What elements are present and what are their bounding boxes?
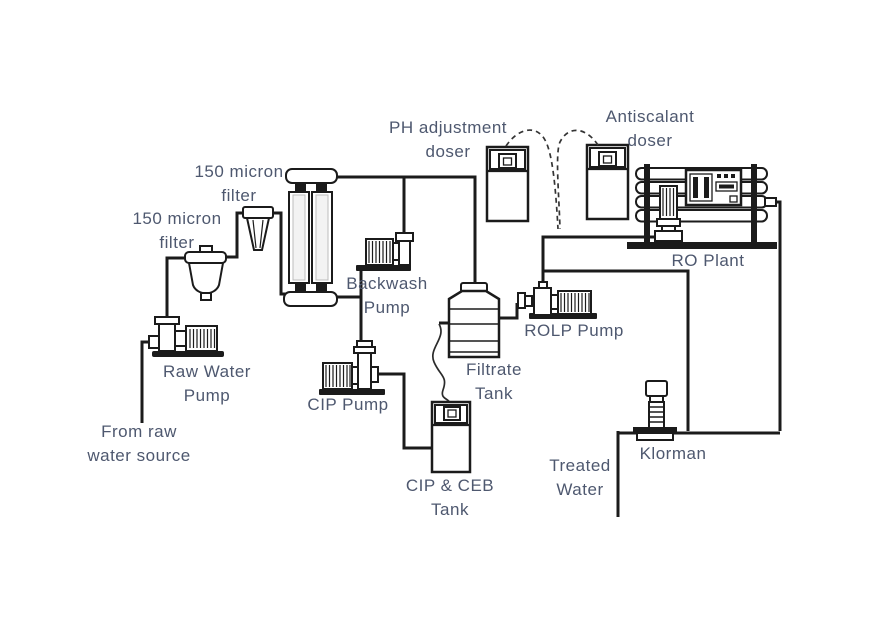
label-ro-plant: RO Plant <box>672 249 745 273</box>
filter1-to-filter2-pipe <box>224 211 246 259</box>
label-line-1: RO Plant <box>671 251 745 270</box>
label-filtrate-tank: Filtrate Tank <box>466 358 522 406</box>
label-line-1: Klorman <box>639 444 707 463</box>
label-line-2: Water <box>556 480 604 499</box>
label-line-2: Pump <box>183 386 231 405</box>
ph-doser-dashed-line <box>505 129 559 230</box>
antiscalant-doser-figure <box>585 143 630 221</box>
filtrate-to-cip-tank-hose-line <box>431 323 451 404</box>
label-150-micron-filter-2: 150 micron filter <box>194 160 283 208</box>
label-line-2: Tank <box>475 384 513 403</box>
mid-branch-pipe <box>543 269 690 431</box>
filtrate-to-rolp-pipe <box>499 303 519 320</box>
label-line-1: Antiscalant <box>605 107 695 126</box>
label-150-micron-filter-1: 150 micron filter <box>132 207 221 255</box>
label-line-1: From raw <box>101 422 177 441</box>
cip-pump-to-tank-pipe <box>378 372 433 450</box>
membrane-filter-figure <box>283 168 338 307</box>
label-line-2: water source <box>87 446 191 465</box>
label-line-1: Raw Water <box>163 362 251 381</box>
membrane-to-filtrate-pipe <box>335 175 477 287</box>
label-raw-water-pump: Raw Water Pump <box>163 360 251 408</box>
label-line-2: filter <box>159 233 195 252</box>
label-line-2: doser <box>425 142 471 161</box>
label-klorman: Klorman <box>640 442 707 466</box>
raw-water-pump-figure <box>148 316 224 357</box>
backwash-pump-figure <box>356 232 414 271</box>
ro-plant-figure <box>627 164 777 249</box>
label-antiscalant-doser: Antiscalant doser <box>606 105 695 153</box>
cip-ceb-tank-figure <box>430 400 472 474</box>
label-line-2: Pump <box>363 298 411 317</box>
rolp-to-ro-feed-pipe <box>541 235 659 291</box>
label-line-1: CIP Pump <box>307 395 389 414</box>
rolp-pump-figure <box>517 281 597 319</box>
label-cip-pump: CIP Pump <box>307 393 388 417</box>
label-line-1: Treated <box>549 456 611 475</box>
filtrate-tank-figure <box>447 282 501 359</box>
label-line-2: doser <box>627 131 673 150</box>
label-backwash-pump: Backwash Pump <box>346 272 427 320</box>
ph-doser-figure <box>485 145 530 223</box>
micron-filter-2-figure <box>242 206 274 251</box>
label-treated-water: Treated Water <box>549 454 610 502</box>
cip-pump-figure <box>319 340 385 395</box>
label-line-1: CIP & CEB <box>405 476 495 495</box>
label-ph-adjustment-doser: PH adjustment doser <box>389 116 507 164</box>
label-cip-ceb-tank: CIP & CEB Tank <box>406 474 494 522</box>
label-line-2: Tank <box>431 500 469 519</box>
label-line-1: 150 micron <box>194 162 284 181</box>
label-line-1: Filtrate <box>466 360 522 379</box>
label-from-raw-water-source: From raw water source <box>87 420 190 468</box>
ro-outlet-pipe <box>764 200 782 431</box>
label-line-2: filter <box>221 186 257 205</box>
raw-pump-discharge-pipe <box>165 256 190 321</box>
antiscalant-doser-dashed-line <box>556 129 599 230</box>
micron-filter-1-figure <box>184 245 227 301</box>
label-line-1: 150 micron <box>132 209 222 228</box>
label-line-1: PH adjustment <box>389 118 507 137</box>
klorman-figure <box>633 380 677 441</box>
label-line-1: Backwash <box>346 274 428 293</box>
label-line-1: ROLP Pump <box>524 321 624 340</box>
filter2-to-membrane-pipe <box>269 211 288 296</box>
label-rolp-pump: ROLP Pump <box>524 319 624 343</box>
